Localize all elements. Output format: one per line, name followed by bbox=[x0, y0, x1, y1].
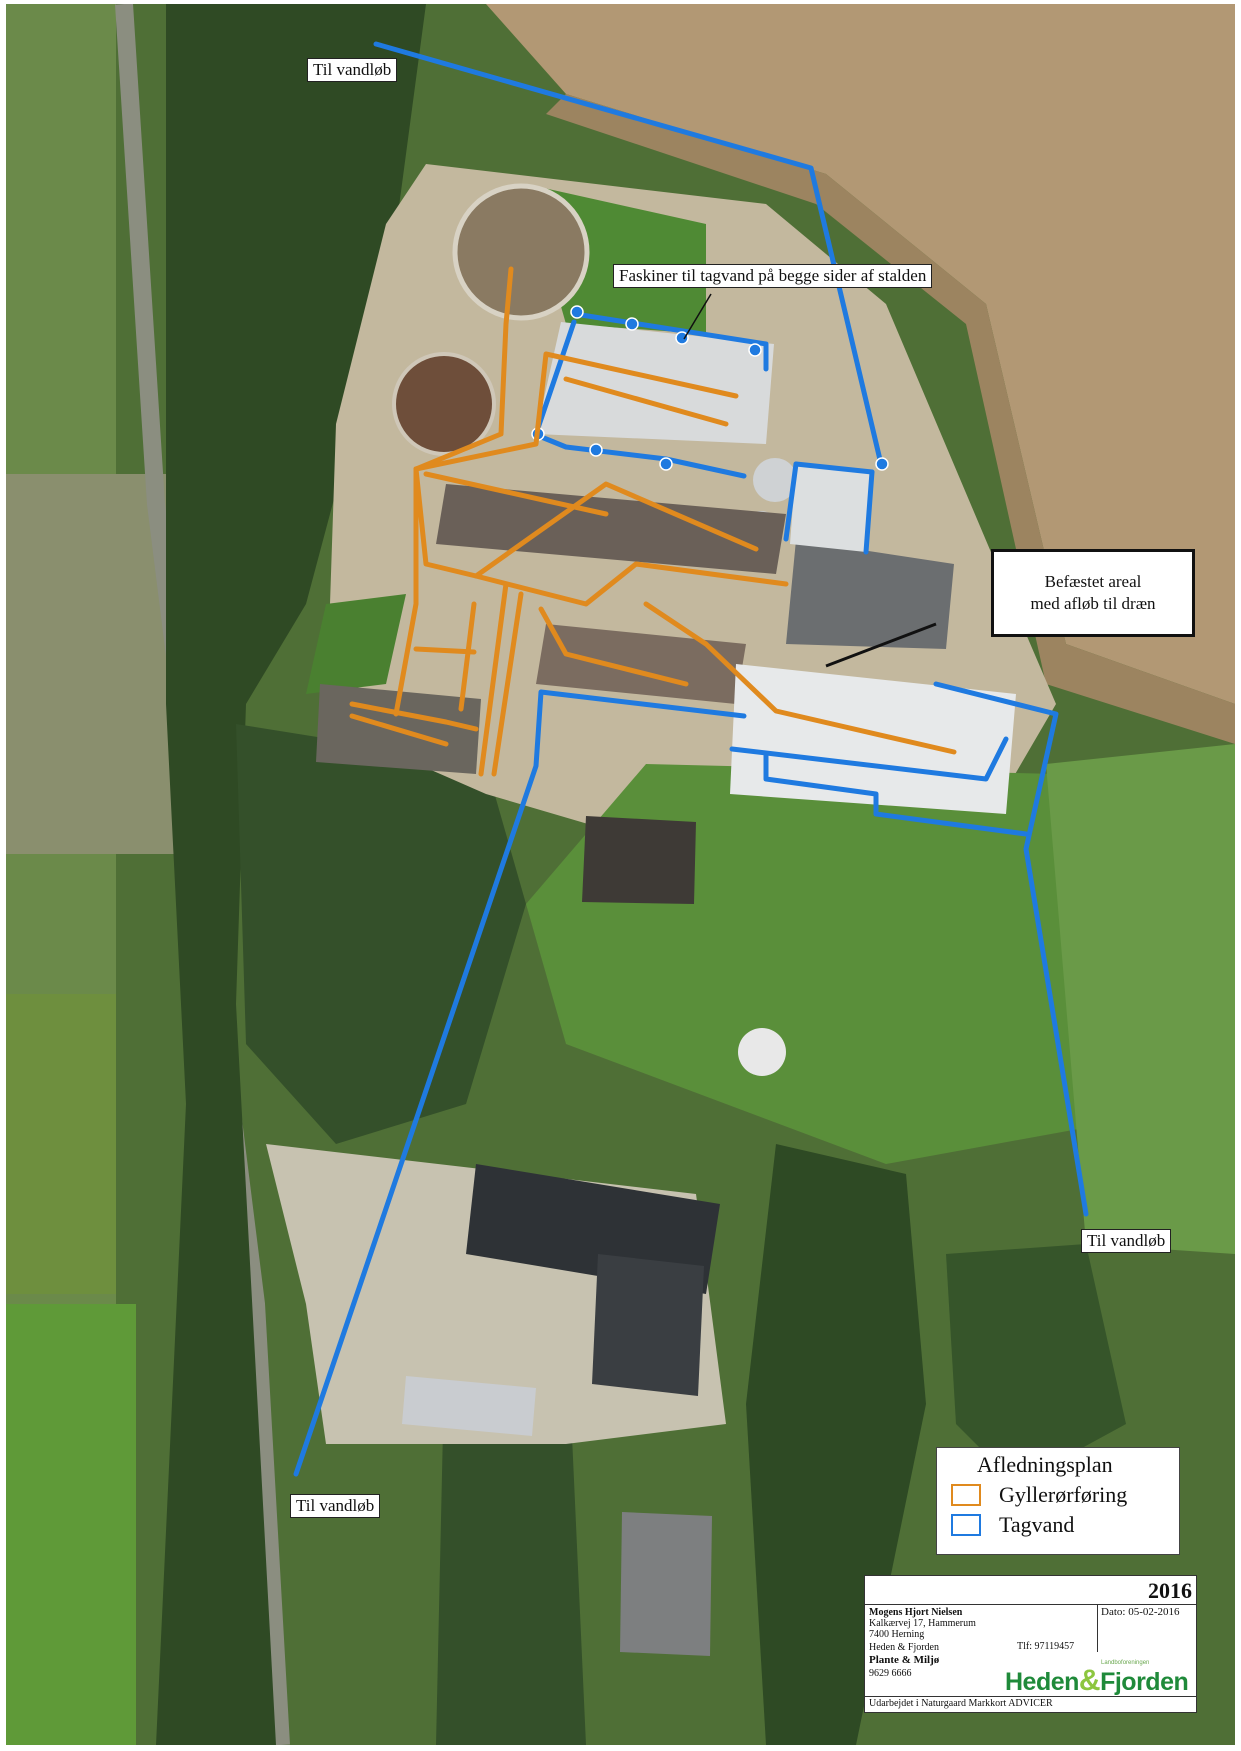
slurry-pipe-west-cross bbox=[413, 646, 477, 655]
title-block-department: Plante & Miljø bbox=[869, 1654, 940, 1666]
company-logo-amp: & bbox=[1078, 1664, 1101, 1697]
round-tank-south bbox=[738, 1028, 786, 1076]
slurry-pipe-long-barn-2 bbox=[423, 471, 609, 517]
soakaway-marker bbox=[748, 343, 762, 357]
soakaway-marker bbox=[675, 331, 689, 345]
barn-east bbox=[786, 540, 954, 649]
roof-water-pipe-north bbox=[373, 41, 884, 467]
paved-area-label-line2: med afløb til dræn bbox=[1030, 594, 1156, 613]
barn-north bbox=[536, 322, 774, 444]
barn-middle bbox=[536, 624, 746, 704]
shed-south bbox=[620, 1512, 712, 1656]
legend: Afledningsplan Gyllerørføring Tagvand bbox=[936, 1447, 1180, 1555]
slurry-pipe-barn-north bbox=[413, 351, 739, 472]
outlet-label-right: Til vandløb bbox=[1081, 1229, 1172, 1253]
company-logo-right: Fjorden bbox=[1100, 1668, 1189, 1696]
outlet-label-top: Til vandløb bbox=[307, 58, 398, 82]
barn-long bbox=[436, 484, 786, 574]
left-bare-field bbox=[6, 474, 176, 854]
roof-water-pipe-barn-north-bottom bbox=[531, 431, 747, 479]
title-block: 2016 Dato: 05-02-2016 Mogens Hjort Niels… bbox=[864, 1575, 1197, 1713]
roof-water-pipe-barn-new-lower bbox=[763, 751, 1029, 837]
title-block-year: 2016 bbox=[1148, 1578, 1192, 1603]
legend-title: Afledningsplan bbox=[977, 1452, 1113, 1477]
roof-water-network bbox=[293, 41, 1089, 1477]
soakaway-marker bbox=[875, 457, 889, 471]
legend-label-slurry: Gyllerørføring bbox=[999, 1482, 1128, 1507]
legend-item-roof-water: Tagvand bbox=[951, 1512, 1074, 1538]
paved-area-label-line1: Befæstet areal bbox=[1044, 572, 1142, 591]
house-center bbox=[582, 816, 696, 904]
lawn-west bbox=[306, 594, 406, 694]
outlet-label-bottom: Til vandløb bbox=[290, 1494, 381, 1518]
aerial-photo-drawing bbox=[6, 4, 1235, 1745]
roof-water-pipe-shed-west bbox=[783, 461, 799, 542]
slurry-tank-large bbox=[452, 183, 590, 321]
slurry-pipe-long-barn-3 bbox=[473, 561, 789, 607]
roof-water-pipe-barn-north-west bbox=[533, 319, 577, 437]
company-logo-left: Heden bbox=[1005, 1668, 1079, 1696]
tree-cluster-east bbox=[946, 1244, 1126, 1484]
soakaway-marker bbox=[570, 305, 584, 319]
company-logo: Heden&Fjorden bbox=[1005, 1664, 1189, 1698]
slurry-pipe-west-main bbox=[393, 466, 419, 717]
harvested-field bbox=[486, 4, 1235, 704]
title-block-date: Dato: 05-02-2016 bbox=[1101, 1606, 1180, 1618]
roof-water-pipe-barn-new-south bbox=[729, 736, 1009, 782]
slurry-network bbox=[349, 266, 957, 777]
slurry-pipe-west-barn-1 bbox=[349, 701, 479, 732]
slurry-pipe-south-1 bbox=[478, 581, 509, 777]
tree-cluster-center bbox=[236, 724, 526, 1144]
soakaway-leader-line bbox=[683, 293, 712, 340]
paved-area-label: Befæstet areal med afløb til dræn bbox=[991, 549, 1195, 637]
legend-label-roof-water: Tagvand bbox=[999, 1512, 1075, 1537]
legend-swatch-slurry bbox=[951, 1484, 981, 1506]
roof-water-pipe-west bbox=[293, 689, 747, 1477]
soakaway-marker bbox=[659, 457, 673, 471]
shed-white bbox=[790, 464, 872, 552]
slurry-pipe-new-barn bbox=[643, 601, 957, 755]
aerial-map: Til vandløb Faskiner til tagvand på begg… bbox=[6, 4, 1235, 1745]
title-block-phone: Tlf: 97119457 bbox=[1017, 1641, 1075, 1652]
shed-lower-white bbox=[402, 1376, 536, 1436]
house-lower-dark bbox=[592, 1254, 704, 1396]
title-block-company: Heden & Fjorden bbox=[869, 1642, 939, 1653]
silo-1 bbox=[753, 458, 797, 502]
soakaway-marker bbox=[625, 317, 639, 331]
meadow-east bbox=[1046, 744, 1235, 1254]
roof-water-pipe-shed-east bbox=[863, 469, 875, 555]
legend-swatch-roof-water bbox=[951, 1514, 981, 1536]
title-block-vertical-divider bbox=[1097, 1604, 1098, 1652]
title-block-footer-divider bbox=[865, 1696, 1196, 1697]
title-block-owner: Mogens Hjort Nielsen bbox=[869, 1607, 963, 1618]
title-block-address: Kalkærvej 17, Hammerum bbox=[869, 1618, 976, 1629]
soakaway-label: Faskiner til tagvand på begge sider af s… bbox=[613, 264, 933, 288]
slurry-pipe-west-barn-2 bbox=[349, 713, 449, 747]
title-block-company-phone: 9629 6666 bbox=[869, 1668, 912, 1679]
soakaway-markers bbox=[531, 305, 889, 471]
roof-water-pipe-east bbox=[933, 681, 1089, 1217]
title-block-divider bbox=[865, 1604, 1196, 1605]
legend-item-slurry: Gyllerørføring bbox=[951, 1482, 1127, 1508]
slurry-pipe-tank-large bbox=[413, 266, 514, 472]
soakaway-marker bbox=[589, 443, 603, 457]
left-green-field bbox=[6, 1304, 136, 1745]
title-block-city: 7400 Herning bbox=[869, 1629, 925, 1640]
slurry-pipe-barn-north-2 bbox=[563, 376, 729, 427]
roof-water-pipe-shed-top bbox=[793, 461, 875, 475]
slurry-pipe-south-2 bbox=[491, 591, 524, 777]
paved-area-leader-line bbox=[825, 622, 937, 668]
tree-belt-west bbox=[156, 4, 426, 1745]
slurry-tank-small bbox=[392, 352, 496, 456]
title-block-footer: Udarbejdet i Naturgaard Markkort ADVICER bbox=[869, 1698, 1053, 1709]
slurry-pipe-middle-barn bbox=[538, 606, 689, 687]
slurry-pipe-west-branch bbox=[458, 601, 477, 712]
company-logo-tagline: Landboforeningen bbox=[1101, 1660, 1150, 1666]
left-crop-strip bbox=[6, 994, 116, 1294]
